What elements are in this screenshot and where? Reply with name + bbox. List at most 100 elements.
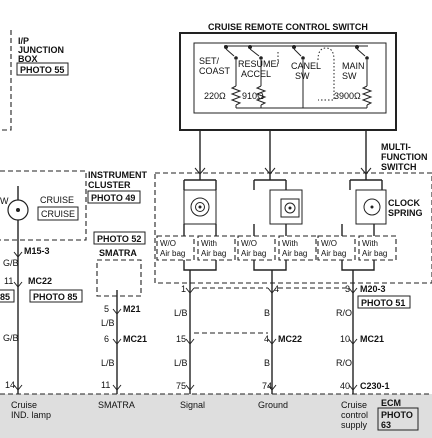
photo51-frame (357, 295, 411, 309)
ecm-cruise-ind-1: Cruise (11, 400, 37, 410)
smatra-label: SMATRA (99, 248, 137, 258)
ecm-cruise-ind-2: IND. lamp (11, 410, 51, 420)
switch-4-label-b: SW (342, 71, 357, 81)
clock-spring-ground (253, 179, 303, 225)
airbag-label-1b: Air bag (160, 249, 185, 258)
pin-signal-bottom: 75 (176, 381, 186, 391)
photo51-label: PHOTO 51 (361, 298, 405, 308)
mc21-mid-label: MC21 (123, 334, 147, 344)
multifunction-switch-label-1: MULTI- (381, 142, 411, 152)
cluster-left-cut-label: W (0, 196, 9, 206)
photo85-label: PHOTO 85 (33, 292, 77, 302)
instrument-cluster-label-1: INSTRUMENT (88, 170, 147, 180)
pin-smatra-bottom: 11 (101, 380, 110, 390)
instrument-cluster-label-2: CLUSTER (88, 180, 131, 190)
wire-color-smatra-upper: L/B (101, 318, 115, 328)
airbag-label-2a: With (201, 239, 217, 248)
ecm-smatra: SMATRA (98, 400, 135, 410)
remote-switch-inner-box (193, 42, 387, 114)
airbag-label-3a: W/O (241, 239, 257, 248)
photo85-left-cut: 85 (0, 292, 10, 302)
ecm-supply-3: supply (341, 420, 368, 430)
ecm-supply-1: Cruise (341, 400, 367, 410)
switch-1-label-b: COAST (199, 66, 231, 76)
airbag-option-box-6 (358, 235, 397, 261)
cruise-indicator-box (37, 206, 79, 221)
photo85-left-frame (0, 289, 15, 303)
ip-junction-box-photo-frame (16, 62, 69, 76)
airbag-option-box-2 (197, 235, 236, 261)
ecm-supply-2: control (341, 410, 368, 420)
cruise-indicator-label: CRUISE (40, 195, 74, 205)
airbag-option-box-3 (237, 235, 276, 261)
airbag-label-6a: With (362, 239, 378, 248)
multifunction-switch-label-3: SWITCH (381, 162, 417, 172)
airbag-option-box-1 (156, 235, 195, 261)
clock-spring-label-1: CLOCK (388, 198, 420, 208)
wire-color-cluster-lower: G/B (3, 333, 19, 343)
ip-junction-box-label-2: JUNCTION (18, 45, 64, 55)
wire-color-signal-lower: L/B (174, 358, 188, 368)
wire-color-supply-upper: R/O (336, 308, 352, 318)
m21-label: M21 (123, 304, 141, 314)
ecm-ground: Ground (258, 400, 288, 410)
resume-accel-switch (248, 45, 267, 108)
m15-3-label: M15-3 (24, 246, 50, 256)
pin-smatra-top: 5 (104, 304, 109, 314)
airbag-label-2b: Air bag (201, 249, 226, 258)
pin-supply-top: 3 (345, 284, 350, 294)
ecm-photo-line2: 63 (381, 420, 391, 430)
switch-3-label-a: CANEL (291, 61, 321, 71)
switch-3-label-b: SW (295, 71, 310, 81)
switch-2-label-b: ACCEL (241, 69, 271, 79)
switch-1-label-a: SET/ (199, 56, 220, 66)
smatra-outline (96, 259, 142, 297)
instrument-cluster-outline (0, 170, 87, 241)
clock-spring-label-2: SPRING (388, 208, 423, 218)
multifunction-switch-label-2: FUNCTION (381, 152, 428, 162)
ip-junction-box-label-1: I/P (18, 36, 29, 46)
multifunction-switch-outline (154, 172, 432, 284)
ip-junction-box-photo: PHOTO 55 (20, 65, 64, 75)
switch-2-label-a: RESUME/ (238, 59, 280, 69)
cruise-indicator-box-label: CRUISE (41, 209, 75, 219)
resistor-910-label: 910Ω (242, 91, 264, 101)
ecm-photo-line1: PHOTO (381, 410, 413, 420)
pin-signal-top: 1 (181, 284, 186, 294)
instrument-cluster-photo: PHOTO 49 (91, 193, 135, 203)
airbag-option-box-4 (278, 235, 317, 261)
cruise-indicator-lamp (7, 186, 29, 236)
ip-junction-box-label-3: BOX (18, 54, 38, 64)
set-coast-switch (224, 45, 242, 108)
ecm-block (0, 394, 432, 438)
pin-supply-mid: 10 (340, 334, 350, 344)
ecm-label: ECM (381, 398, 401, 408)
wire-color-ground-lower: B (264, 358, 270, 368)
airbag-label-6b: Air bag (362, 249, 387, 258)
clock-spring-supply (349, 179, 387, 225)
smatra-photo-frame (93, 231, 146, 245)
c230-1-label: C230-1 (360, 381, 390, 391)
remote-switch-outer-box (179, 32, 397, 131)
clock-spring-signal (183, 179, 217, 225)
m20-3-label: M20-3 (360, 284, 386, 294)
pin-smatra-mid: 6 (104, 334, 109, 344)
pin-supply-bottom: 40 (340, 381, 350, 391)
diagram-title: CRUISE REMOTE CONTROL SWITCH (208, 22, 368, 32)
airbag-label-4b: Air bag (282, 249, 307, 258)
pin-cluster-bottom: 14 (5, 380, 15, 390)
ecm-photo-frame (377, 407, 419, 431)
instrument-cluster-photo-frame (87, 190, 141, 204)
resistor-220-label: 220Ω (204, 91, 226, 101)
wire-color-smatra-lower: L/B (101, 358, 115, 368)
wire-color-signal-upper: L/B (174, 308, 188, 318)
ecm-signal: Signal (180, 400, 205, 410)
wire-color-cluster-upper: G/B (3, 258, 19, 268)
mc22-left-label: MC22 (28, 276, 52, 286)
pin-cluster-top: 11 (4, 276, 13, 286)
switch-4-label-a: MAIN (342, 61, 365, 71)
resistor-3900-label: 3900Ω (334, 91, 361, 101)
photo85-frame (29, 289, 83, 303)
cancel-switch (292, 45, 305, 108)
